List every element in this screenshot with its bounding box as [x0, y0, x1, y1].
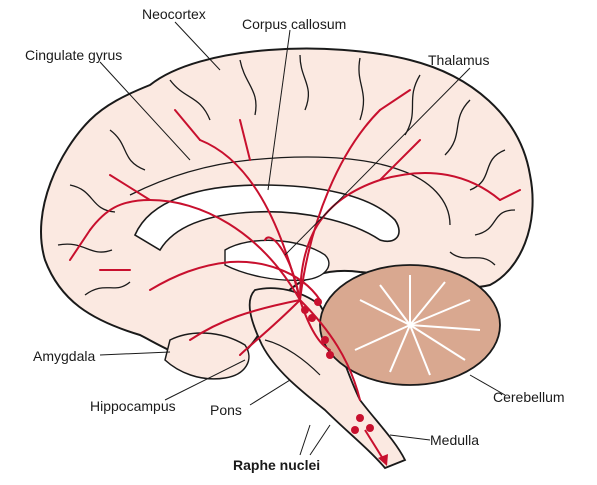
label-corpus-callosum: Corpus callosum	[242, 16, 347, 32]
label-cingulate-gyrus: Cingulate gyrus	[25, 47, 123, 63]
leader-lines	[99, 21, 506, 456]
temporal-lobe-shape	[164, 332, 250, 380]
raphe-nuclei-dots	[301, 298, 374, 434]
cerebellum-folia	[354, 275, 481, 376]
pons-fold	[264, 339, 321, 376]
label-cerebellum: Cerebellum	[493, 389, 565, 405]
label-medulla: Medulla	[430, 432, 480, 448]
label-raphe-nuclei: Raphe nuclei	[233, 457, 321, 473]
label-thalamus: Thalamus	[428, 52, 490, 68]
raphe-pathways	[69, 89, 521, 401]
label-pons: Pons	[210, 402, 242, 418]
label-neocortex: Neocortex	[142, 6, 206, 22]
corpus-callosum-shape	[133, 184, 400, 252]
label-hippocampus: Hippocampus	[90, 398, 176, 414]
gyri-folds	[57, 54, 516, 296]
medulla-arrowhead	[378, 454, 388, 466]
label-amygdala: Amygdala	[33, 348, 96, 364]
